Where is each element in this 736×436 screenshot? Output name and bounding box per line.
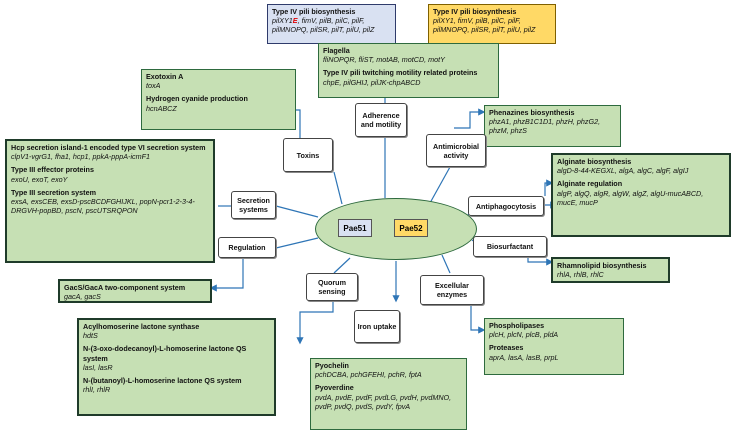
- category-antiphagocytosis: Antiphagocytosis: [468, 196, 544, 216]
- box-title: Phenazines biosynthesis: [489, 108, 575, 117]
- box-genes: rhlA, rhlB, rhlC: [557, 270, 604, 280]
- category-biosurfactant: Biosurfactant: [473, 236, 547, 257]
- box-genes: algP, algQ, algR, algW, algZ, algU-mucAB…: [557, 188, 704, 207]
- box-genes: plcH, plcN, plcB, pldA: [489, 330, 559, 340]
- box-title: Pyoverdine: [315, 383, 354, 393]
- pae52-label: Pae52: [394, 219, 428, 237]
- category-regulation: Regulation: [218, 237, 276, 258]
- box-title: Hcp secretion island-1 encoded type VI s…: [11, 143, 206, 152]
- box-genes: clpV1-vgrG1, fha1, hcp1, ppkA-pppA-icmF1: [11, 152, 151, 162]
- quorum-sensing-box: Acylhomoserine lactone synthase hdtS N-(…: [77, 318, 276, 416]
- box-title: N-(butanoyl)-L-homoserine lactone QS sys…: [83, 376, 242, 386]
- genes-rest: , fimV, pilB, pilC, pilF, pilMNOPQ, pilS…: [272, 16, 375, 35]
- box-title: Acylhomoserine lactone synthase: [83, 322, 200, 331]
- box-genes: pvdA, pvdE, pvdF, pvdLG, pvdH, pvdMNO, p…: [315, 392, 452, 411]
- enzymes-box: Phospholipases plcH, plcN, plcB, pldA Pr…: [484, 318, 624, 375]
- box-title: Alginate biosynthesis: [557, 157, 632, 166]
- box-title: Type III effector proteins: [11, 165, 94, 175]
- box-genes: exoU, exoT, exoY: [11, 174, 68, 184]
- rhamnolipid-box: Rhamnolipid biosynthesis rhlA, rhlB, rhl…: [551, 257, 670, 283]
- genes-prefix: pilXY1: [272, 16, 293, 26]
- category-adherence: Adherence and motility: [355, 103, 407, 137]
- box-title: Phospholipases: [489, 321, 545, 330]
- exotoxin-box: Exotoxin A toxA Hydrogen cyanide product…: [141, 69, 296, 130]
- secretion-systems-box: Hcp secretion island-1 encoded type VI s…: [5, 139, 215, 263]
- box-genes: phzA1, phzB1C1D1, phzH, phzG2, phzM, phz…: [489, 117, 601, 136]
- box-genes: chpE, pilGHIJ, pilJK-chpABCD: [323, 77, 421, 87]
- box-genes: aprA, lasA, lasB, prpL: [489, 352, 559, 362]
- flagella-box: Flagella fliNOPQR, fliST, motAB, motCD, …: [318, 43, 499, 98]
- box-title: Rhamnolipid biosynthesis: [557, 261, 647, 270]
- gacs-box: GacS/GacA two-component system gacA, gac…: [58, 279, 212, 303]
- box-genes: toxA: [146, 81, 161, 91]
- box-title: Flagella: [323, 46, 350, 55]
- box-title: Proteases: [489, 343, 524, 353]
- type-iv-pili-pae52-box: Type IV pili biosynthesis pilXY1, fimV, …: [428, 4, 556, 44]
- box-title: Pyochelin: [315, 361, 349, 370]
- category-antimicrobial: Antimicrobial activity: [426, 134, 486, 167]
- box-genes: pilXY1E, fimV, pilB, pilC, pilF, pilMNOP…: [272, 16, 391, 34]
- box-genes: hcnABCZ: [146, 103, 177, 113]
- box-title: Hydrogen cyanide production: [146, 94, 248, 104]
- pae51-label: Pae51: [338, 219, 372, 237]
- alginate-box: Alginate biosynthesis algD-8-44-KEGXL, a…: [551, 153, 731, 237]
- box-title: Alginate regulation: [557, 179, 623, 189]
- type-iv-pili-pae51-box: Type IV pili biosynthesis pilXY1E, fimV,…: [267, 4, 396, 44]
- category-excellular: Excellular enzymes: [420, 275, 484, 305]
- box-title: Exotoxin A: [146, 72, 184, 81]
- box-genes: pchDCBA, pchGFEHI, pchR, fptA: [315, 370, 422, 380]
- box-title: Type III secretion system: [11, 187, 96, 197]
- category-toxins: Toxins: [283, 138, 333, 172]
- box-genes: gacA, gacS: [64, 292, 101, 302]
- box-title: Type IV pili twitching motility related …: [323, 68, 478, 78]
- box-genes: lasI, lasR: [83, 362, 113, 372]
- box-genes: pilXY1, fimV, pilB, pilC, pilF, pilMNOPQ…: [433, 16, 536, 35]
- category-quorum: Quorum sensing: [306, 273, 358, 301]
- category-iron: Iron uptake: [354, 310, 400, 343]
- box-title: Type IV pili biosynthesis: [433, 7, 517, 16]
- iron-uptake-box: Pyochelin pchDCBA, pchGFEHI, pchR, fptA …: [310, 358, 467, 430]
- phenazines-box: Phenazines biosynthesis phzA1, phzB1C1D1…: [484, 105, 621, 147]
- box-genes: hdtS: [83, 331, 98, 341]
- box-genes: rhlI, rhlR: [83, 385, 111, 395]
- box-genes: fliNOPQR, fliST, motAB, motCD, motY: [323, 55, 445, 65]
- box-genes: algD-8-44-KEGXL, algA, algC, algF, algIJ: [557, 166, 689, 176]
- genes-highlight: E: [292, 16, 298, 26]
- box-title: GacS/GacA two-component system: [64, 283, 186, 292]
- box-title: N-(3-oxo-dodecanoyl)-L-homoserine lacton…: [83, 344, 247, 363]
- box-title: Type IV pili biosynthesis: [272, 7, 356, 16]
- category-secretion: Secretion systems: [231, 191, 276, 219]
- box-genes: exsA, exsCEB, exsD-pscBCDFGHIJKL, popN-p…: [11, 197, 195, 216]
